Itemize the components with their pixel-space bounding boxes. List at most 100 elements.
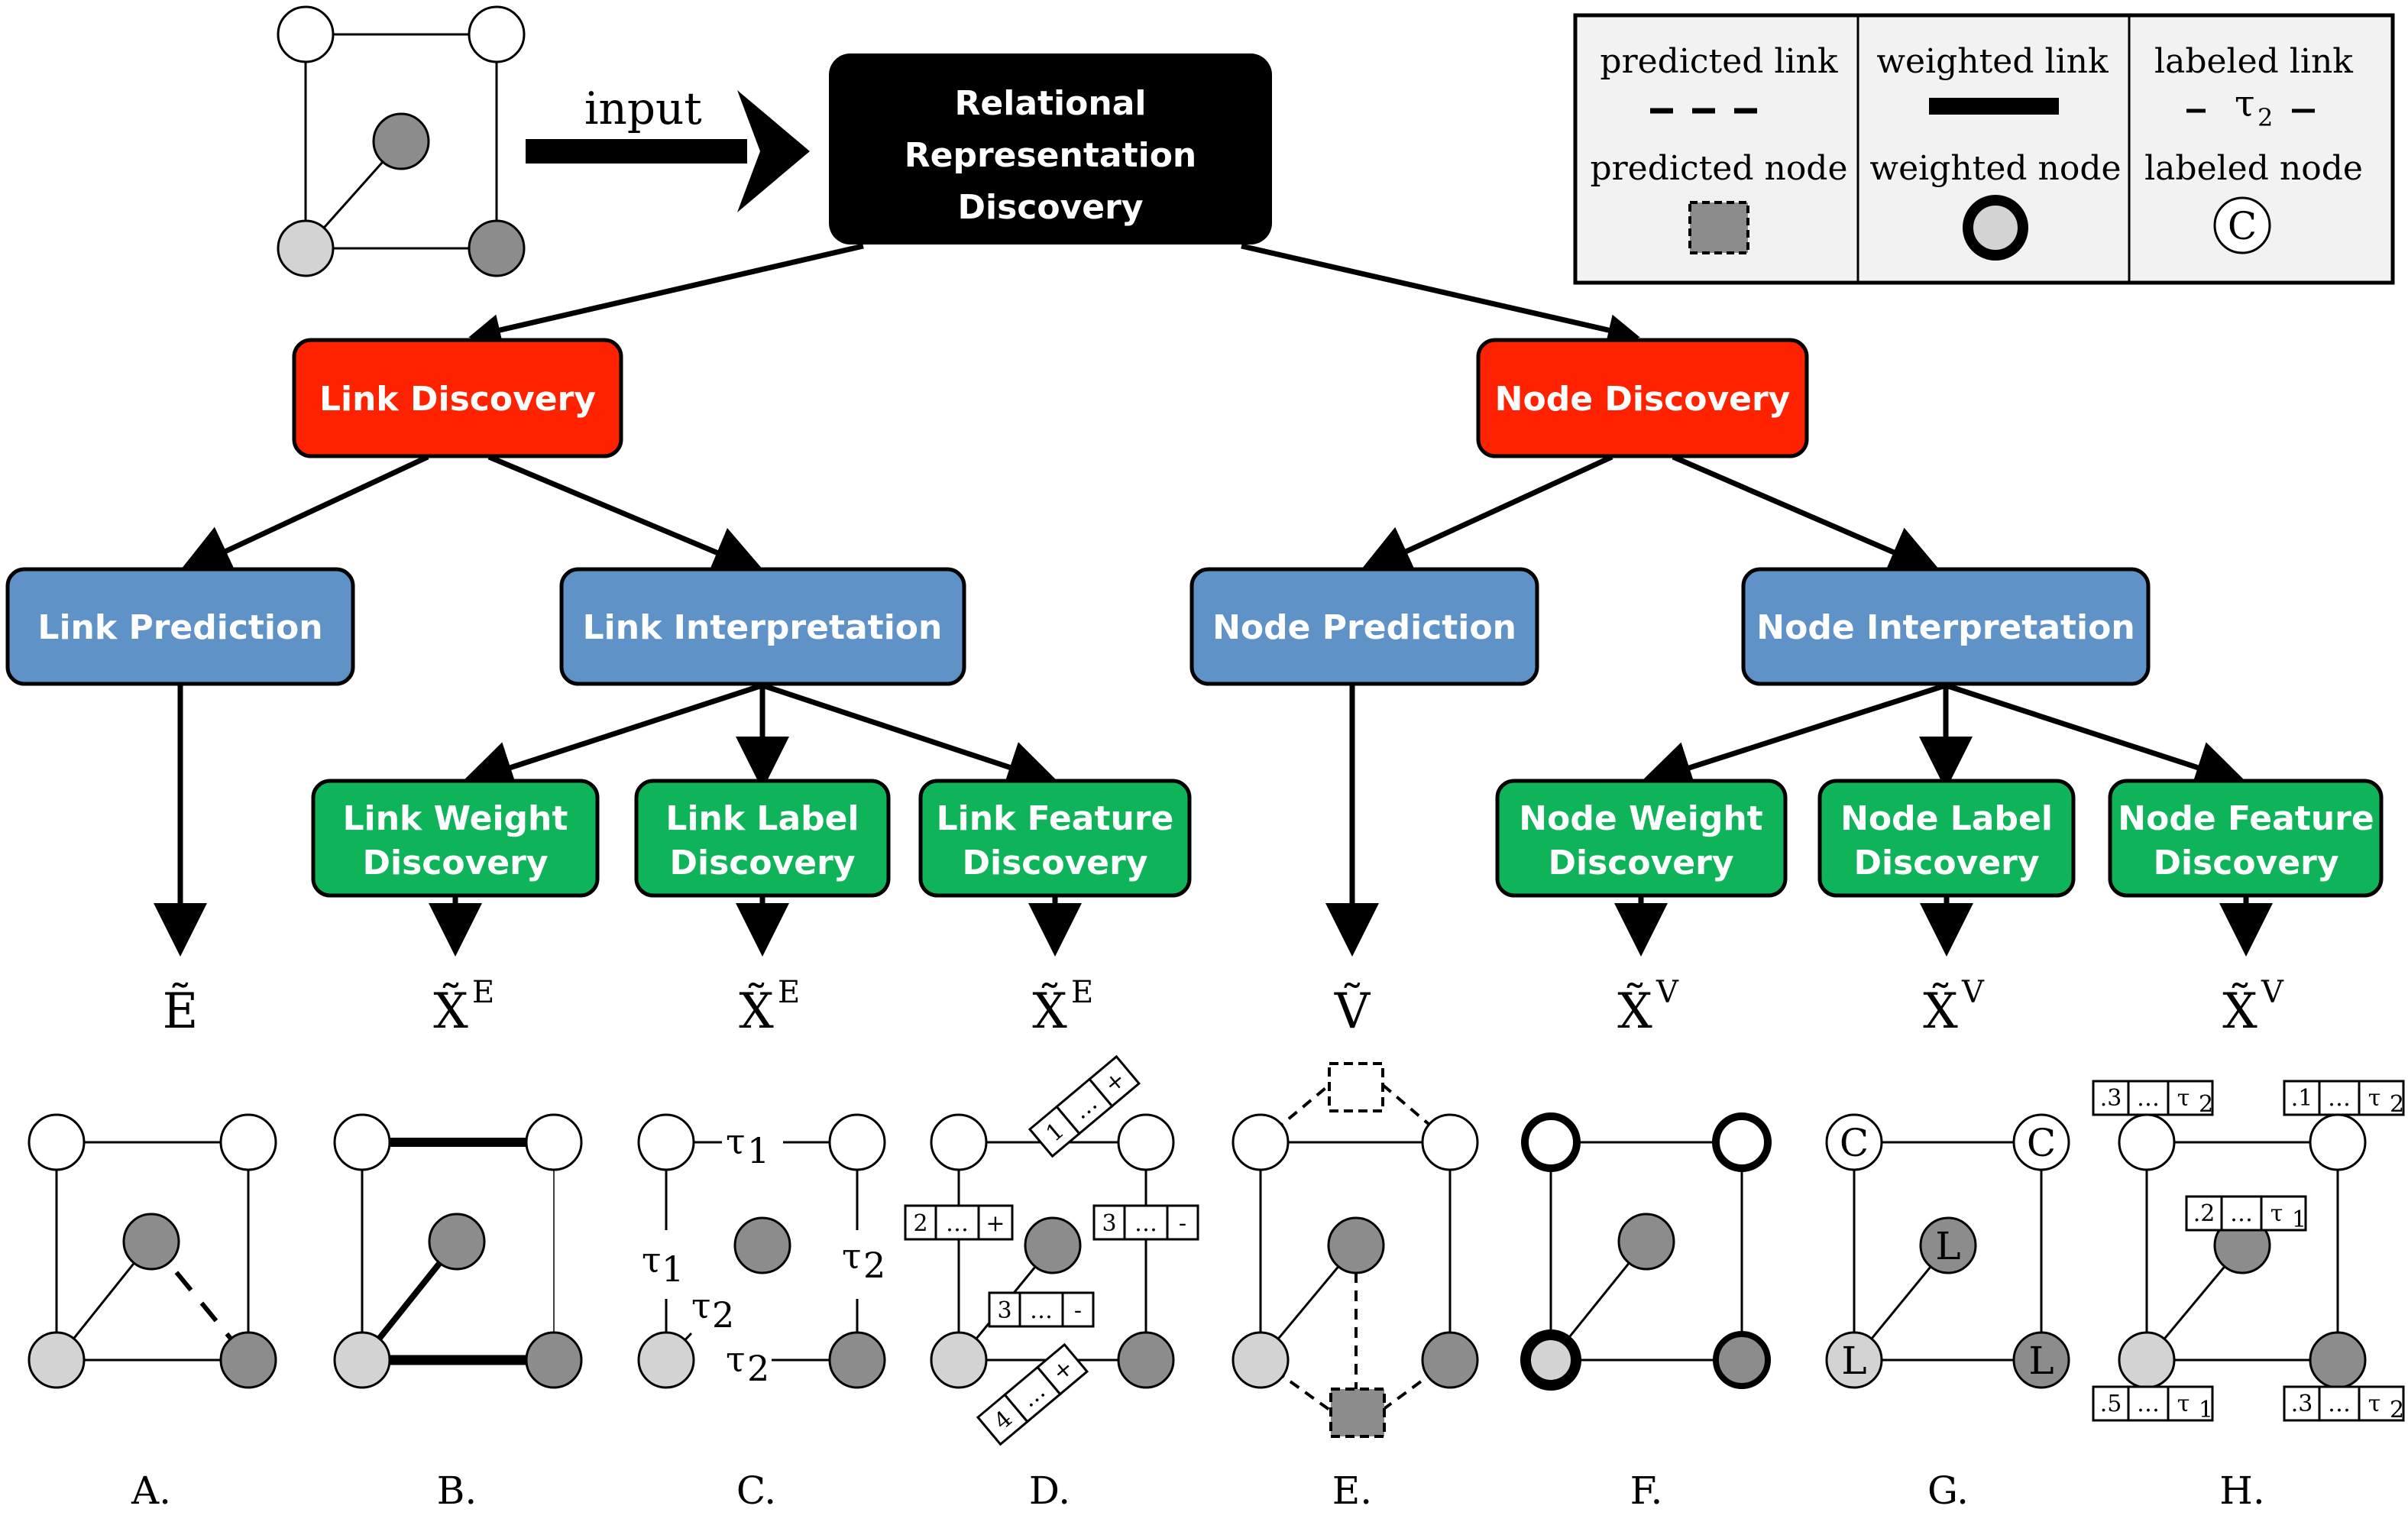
panel-g: C C L L L xyxy=(1825,1113,2070,1389)
root-title-line1: Relational xyxy=(955,84,1147,123)
output-xv: X̃ xyxy=(1617,983,1652,1040)
arrow-root-link xyxy=(468,243,864,346)
tag-value: τ xyxy=(2177,1391,2190,1417)
link-label-line2: Discovery xyxy=(669,844,855,882)
input-arrow: input xyxy=(526,83,810,212)
panel-letter-c: C. xyxy=(736,1469,776,1513)
tag-value: - xyxy=(1074,1297,1082,1324)
output-xe: X̃ xyxy=(1032,983,1067,1040)
tau-sub: 2 xyxy=(863,1245,885,1286)
panel-letter-a: A. xyxy=(131,1469,171,1513)
tag-value: .3 xyxy=(2100,1085,2122,1112)
outputs: Ẽ X̃ E X̃ E X̃ E Ṽ X̃ V X̃ V X̃ V xyxy=(163,975,2284,1040)
tau-label: τ xyxy=(726,1121,745,1162)
input-node xyxy=(468,5,526,63)
node-label: L xyxy=(2028,1339,2054,1383)
node-weight-line1: Node Weight xyxy=(1519,799,1762,838)
output-sup: E xyxy=(778,975,800,1010)
tau-label: τ xyxy=(842,1235,861,1277)
arrow xyxy=(459,682,764,793)
input-graph xyxy=(277,5,526,277)
arrow xyxy=(487,454,766,578)
link-label-line1: Link Label xyxy=(665,799,859,838)
node-label: L xyxy=(1841,1339,1866,1383)
tag-value: τ xyxy=(2368,1391,2381,1417)
panel-e xyxy=(1232,1062,1479,1438)
tag-value: + xyxy=(986,1210,1005,1237)
output-sup: E xyxy=(1071,975,1093,1010)
panel-letters: A. B. C. D. E. F. G. H. xyxy=(131,1469,2265,1513)
arrow xyxy=(1638,682,1947,794)
node-discovery-box: Node Discovery xyxy=(1476,338,1809,458)
output-sup: V xyxy=(1656,975,1679,1010)
tag-value: … xyxy=(946,1210,969,1237)
output-e: Ẽ xyxy=(163,983,199,1040)
input-label: input xyxy=(584,83,702,134)
tag-value: .2 xyxy=(2193,1200,2215,1227)
tag-value: … xyxy=(2328,1085,2351,1112)
node-feature-line2: Discovery xyxy=(2153,844,2338,882)
node-label: L xyxy=(1935,1224,1960,1268)
link-weight-box: Link Weight Discovery xyxy=(311,779,600,898)
link-discovery-label: Link Discovery xyxy=(319,380,596,419)
node-label-line1: Node Label xyxy=(1840,799,2053,838)
legend-weighted-link: weighted link xyxy=(1876,42,2109,81)
input-node xyxy=(277,5,335,63)
tag-value: τ xyxy=(2368,1085,2381,1112)
input-node xyxy=(468,219,526,277)
link-prediction-label: Link Prediction xyxy=(37,608,322,647)
panel-letter-g: G. xyxy=(1927,1469,1969,1513)
panel-h: .3 … τ 2 .1 … τ 2 .2 … τ 1 .5 … τ 1 xyxy=(2092,1080,2405,1423)
output-xv: X̃ xyxy=(1923,983,1958,1040)
tag-value: … xyxy=(2137,1085,2160,1112)
node-prediction-label: Node Prediction xyxy=(1212,608,1516,647)
node-interpretation-label: Node Interpretation xyxy=(1756,608,2135,647)
tag-value: … xyxy=(2230,1200,2253,1227)
legend: predicted link predicted node weighted l… xyxy=(1573,13,2395,285)
panel-letter-b: B. xyxy=(437,1469,477,1513)
tag-sub: 1 xyxy=(2292,1206,2306,1233)
link-feature-line1: Link Feature xyxy=(937,799,1174,838)
panel-letter-d: D. xyxy=(1029,1469,1070,1513)
weighted-node-icon xyxy=(1963,195,2028,261)
legend-labeled-node: labeled node xyxy=(2144,149,2363,188)
arrow xyxy=(177,454,429,576)
predicted-node-icon xyxy=(1688,201,1749,254)
tag-value: … xyxy=(2328,1391,2351,1417)
panel-letter-e: E. xyxy=(1332,1469,1372,1513)
tag-value: 3 xyxy=(1102,1210,1116,1237)
tag-value: 2 xyxy=(913,1210,927,1237)
tag-value: .3 xyxy=(2291,1391,2313,1417)
node-feature-box: Node Feature Discovery xyxy=(2108,779,2384,898)
tag-sub: 2 xyxy=(2199,1091,2213,1118)
panel-letter-h: H. xyxy=(2219,1469,2265,1513)
tag-value: … xyxy=(1030,1297,1053,1324)
panel-d: 1 … + 2 … + 3 … - 3 … - 4 … xyxy=(904,1054,1199,1446)
node-label: C xyxy=(1840,1121,1869,1165)
tau-sub: 2 xyxy=(712,1294,734,1336)
node-prediction-box: Node Prediction xyxy=(1189,567,1539,686)
output-v: Ṽ xyxy=(1334,983,1371,1040)
node-feature-line1: Node Feature xyxy=(2118,799,2374,838)
link-weight-line2: Discovery xyxy=(362,844,548,882)
link-label-box: Link Label Discovery xyxy=(634,779,891,898)
link-feature-box: Link Feature Discovery xyxy=(918,779,1192,898)
tau-label: τ xyxy=(691,1285,710,1326)
arrow xyxy=(1358,454,1613,576)
input-node xyxy=(277,219,335,277)
panel-letter-f: F. xyxy=(1630,1469,1663,1513)
input-node xyxy=(372,112,430,170)
legend-tau-sub: 2 xyxy=(2258,103,2273,132)
arrow xyxy=(1672,454,1943,577)
output-sup: E xyxy=(472,975,494,1010)
legend-tau: τ xyxy=(2235,83,2255,125)
panel-f xyxy=(1520,1112,1772,1391)
node-discovery-label: Node Discovery xyxy=(1495,380,1791,419)
link-discovery-box: Link Discovery xyxy=(292,338,623,458)
output-xe: X̃ xyxy=(739,983,774,1040)
output-sup: V xyxy=(1961,975,1985,1010)
tau-sub: 2 xyxy=(747,1348,769,1389)
output-xe: X̃ xyxy=(433,983,468,1040)
